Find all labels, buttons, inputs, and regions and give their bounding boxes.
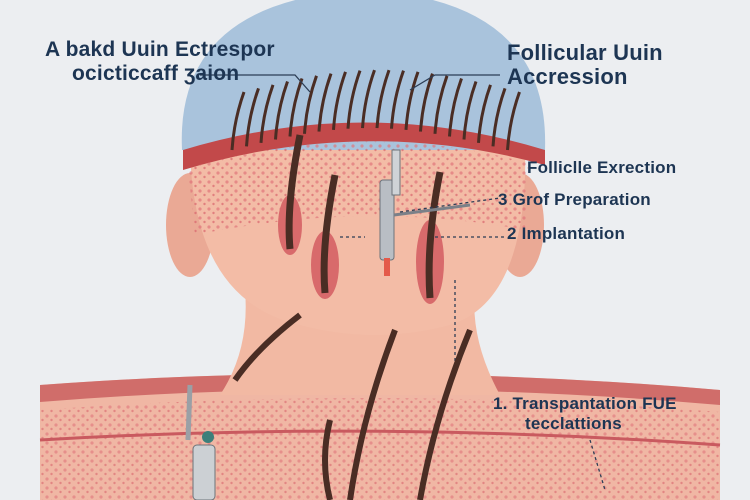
hair-strand xyxy=(361,69,376,129)
hair-strand xyxy=(288,77,304,137)
hair-strand xyxy=(462,81,478,140)
hair-strand xyxy=(317,73,333,132)
hair-strands xyxy=(230,69,521,151)
step-implant-label: 2 Implantation xyxy=(507,224,626,243)
step-extraction-label: Folliclle Exrection xyxy=(527,158,677,177)
hair-strand xyxy=(230,91,246,151)
follicle-hair xyxy=(425,171,444,299)
top-right-label-line1: Follicular Uuin xyxy=(507,40,663,65)
follicle-hair xyxy=(320,174,339,294)
follicle-hair xyxy=(285,134,304,250)
hair-strand xyxy=(491,87,507,147)
hair-strand xyxy=(448,77,463,137)
scalp-cap xyxy=(181,0,546,150)
bottom-label-line2: tecclattions xyxy=(525,414,622,433)
hair-strand xyxy=(332,71,347,130)
top-right-label-line2: Accression xyxy=(507,64,628,89)
skin-hair-strand xyxy=(347,328,398,500)
hair-strand xyxy=(259,84,275,143)
hair-strand xyxy=(274,81,289,140)
skin-hair-strand xyxy=(232,312,302,382)
step-graft-label: 3 Grof Preparation xyxy=(498,190,651,209)
hair-strand xyxy=(390,70,405,129)
hair-strand xyxy=(303,75,318,134)
hair-strand xyxy=(419,73,434,132)
scalp-tissue xyxy=(188,141,528,235)
hair-strand xyxy=(375,69,391,129)
top-left-label-line1: A bakd Uuin Ectrespor xyxy=(45,38,275,61)
punch-tool xyxy=(185,384,216,500)
extraction-tool xyxy=(379,149,471,276)
bottom-label-line1: 1. Transpantation FUE xyxy=(493,394,677,413)
leader-arrows xyxy=(200,74,606,491)
skin-hair-strand xyxy=(322,419,333,500)
hair-strand xyxy=(404,71,420,130)
scalp-band xyxy=(183,122,545,170)
top-left-label-line2: ocicticcaff ʒaion xyxy=(72,62,240,85)
hair-strand xyxy=(346,70,362,129)
follicles xyxy=(278,134,444,304)
hair-strand xyxy=(477,84,492,143)
hair-strand xyxy=(433,75,449,134)
skin-hair-strand xyxy=(417,328,473,500)
hair-strand xyxy=(245,87,260,147)
hair-strand xyxy=(506,91,521,151)
